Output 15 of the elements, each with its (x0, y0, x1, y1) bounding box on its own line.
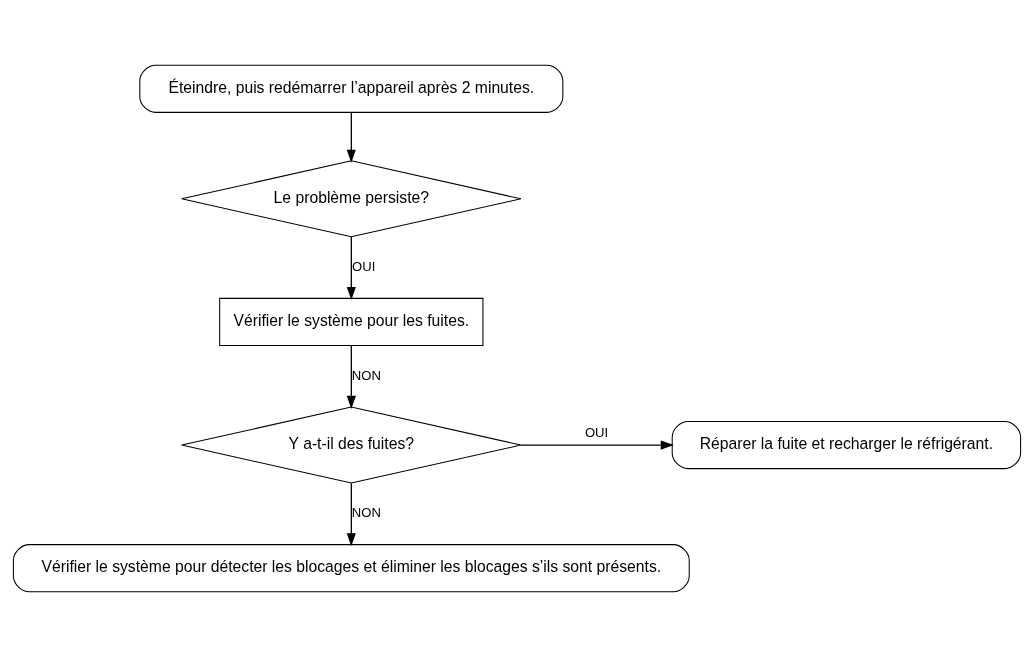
node-diamond: Le problème persiste? (181, 159, 522, 237)
node-box: Vérifier le système pour détecter les blocages et éliminer les blocages s’ils sont présents. (12, 543, 690, 592)
node-box: Réparer la fuite et recharger le réfrigérant. (671, 420, 1022, 469)
arrow (346, 482, 356, 546)
edge-label: NON (351, 504, 381, 520)
node-box: Éteindre, puis redémarrer l’appareil après 2 minutes. (139, 64, 564, 113)
node-diamond: Y a-t-il des fuites? (181, 406, 522, 484)
arrow (346, 344, 356, 409)
node-box: Vérifier le système pour les fuites. (219, 297, 484, 346)
arrow (346, 111, 356, 163)
arrow (520, 439, 674, 450)
edge-label: OUI (584, 424, 609, 440)
arrow (346, 235, 356, 300)
edge-label: OUI (352, 258, 376, 274)
edge-label: NON (351, 367, 381, 383)
